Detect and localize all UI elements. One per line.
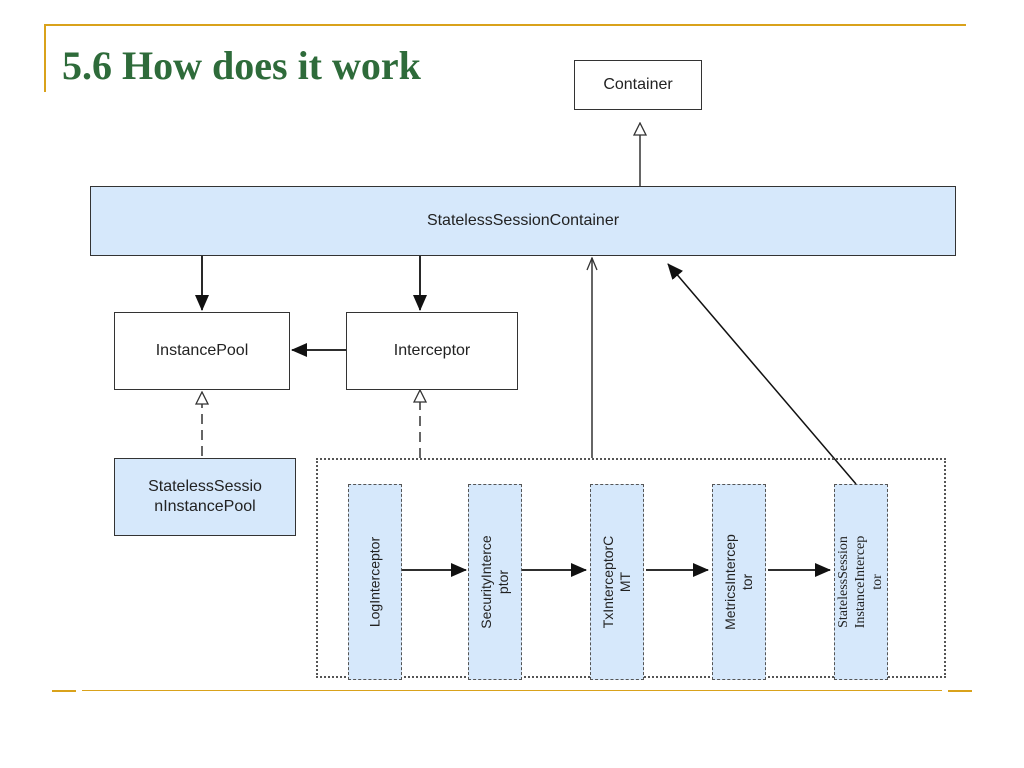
ssii-label-line3: tor bbox=[869, 574, 885, 590]
security-interceptor-label-line1: SecurityInterce bbox=[478, 535, 495, 629]
security-interceptor-box: SecurityInterce ptor bbox=[468, 484, 522, 680]
container-box: Container bbox=[574, 60, 702, 110]
top-rule bbox=[44, 24, 966, 26]
bottom-rule-right bbox=[948, 690, 972, 692]
tx-interceptor-label: TxInterceptorC MT bbox=[600, 492, 634, 672]
stateless-session-instance-interceptor-label: StatelessSession InstanceIntercep tor bbox=[836, 492, 886, 672]
stateless-session-instance-pool-label-line1: StatelessSessio bbox=[148, 478, 262, 495]
stateless-session-instance-interceptor-box: StatelessSession InstanceIntercep tor bbox=[834, 484, 888, 680]
metrics-interceptor-label-line1: MetricsIntercep bbox=[722, 534, 739, 630]
ssii-label-line1: StatelessSession bbox=[835, 536, 851, 628]
stateless-session-instance-pool-label-line2: nInstancePool bbox=[154, 498, 256, 515]
page-title: 5.6 How does it work bbox=[62, 43, 421, 88]
interceptor-label: Interceptor bbox=[393, 342, 471, 359]
security-interceptor-label-line2: ptor bbox=[495, 569, 511, 595]
arrow-instanceinterceptor-ssc bbox=[667, 263, 857, 485]
interceptor-box: Interceptor bbox=[346, 312, 518, 390]
instance-pool-box: InstancePool bbox=[114, 312, 290, 390]
stateless-session-container-box: StatelessSessionContainer bbox=[90, 186, 956, 256]
log-interceptor-box: LogInterceptor bbox=[348, 484, 402, 680]
left-rule bbox=[44, 24, 46, 92]
tx-interceptor-box: TxInterceptorC MT bbox=[590, 484, 644, 680]
metrics-interceptor-label: MetricsIntercep tor bbox=[722, 492, 756, 672]
instance-pool-label: InstancePool bbox=[155, 342, 249, 359]
stateless-session-instance-pool-box: StatelessSessio nInstancePool bbox=[114, 458, 296, 536]
tx-interceptor-label-line1: TxInterceptorC bbox=[600, 535, 617, 629]
bottom-rule-left bbox=[52, 690, 76, 692]
log-interceptor-label: LogInterceptor bbox=[366, 536, 383, 628]
bottom-rule bbox=[82, 690, 942, 691]
tx-interceptor-label-line2: MT bbox=[617, 571, 633, 593]
metrics-interceptor-box: MetricsIntercep tor bbox=[712, 484, 766, 680]
ssii-label-line2: InstanceIntercep bbox=[852, 535, 868, 629]
security-interceptor-label: SecurityInterce ptor bbox=[478, 492, 512, 672]
metrics-interceptor-label-line2: tor bbox=[739, 573, 755, 591]
stateless-session-container-label: StatelessSessionContainer bbox=[426, 212, 620, 229]
container-label: Container bbox=[603, 76, 673, 93]
